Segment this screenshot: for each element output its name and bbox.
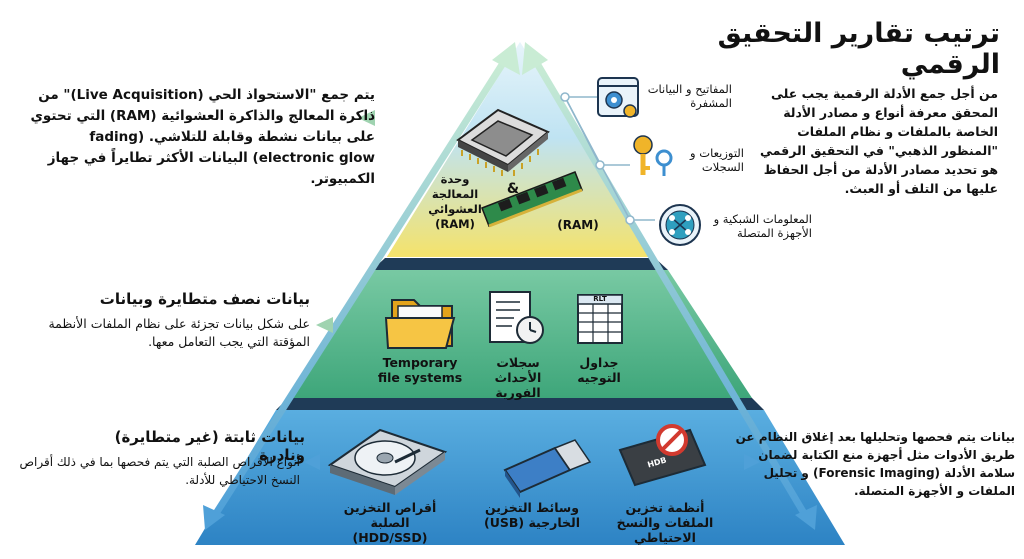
hard-disk-icon bbox=[327, 428, 448, 495]
network-globe-icon bbox=[659, 204, 701, 246]
item-network-info: المعلومات الشبكية و الأجهزة المتصلة bbox=[713, 212, 812, 240]
ram-stick-icon bbox=[481, 171, 583, 228]
tier3-heading: بيانات ثابتة (غير متطايرة) ونادرة bbox=[114, 428, 305, 464]
key-icon bbox=[633, 135, 673, 176]
cpu-label: وحدة المعالجة العشوائي (RAM) bbox=[428, 172, 482, 231]
routing-table-icon-text: RLT bbox=[593, 295, 607, 303]
tier3-description: أنواع الأقراص الصلبة التي يتم فحصها بما … bbox=[19, 455, 300, 487]
tier3-right-text: بيانات يتم فحصها وتحليلها بعد إغلاق النظ… bbox=[735, 430, 1015, 498]
label-external-storage: وسائط التخزين الخارجية (USB) bbox=[483, 500, 581, 530]
usb-icon bbox=[503, 439, 592, 498]
cpu-chip-icon bbox=[456, 108, 550, 176]
right-up-arrow bbox=[522, 42, 817, 530]
tier2-heading: بيانات نصف متطايرة وبيانات bbox=[99, 290, 310, 308]
ram-label: (RAM) bbox=[557, 218, 599, 232]
pointer-arrow-top bbox=[358, 110, 375, 126]
routing-table-icon bbox=[577, 294, 623, 344]
label-event-logs: سجلات الأحداث الفورية bbox=[494, 355, 542, 400]
page-title: ترتيب تقارير التحقيق الرقمي bbox=[717, 18, 1000, 80]
left-up-arrow bbox=[203, 42, 520, 530]
label-temporary-file-systems: Temporary file systems bbox=[377, 355, 463, 385]
live-acquisition-text: يتم جمع "الاستحواذ الحي (Live Acquisitio… bbox=[30, 87, 376, 187]
hdd-blocked-icon bbox=[618, 424, 707, 487]
folder-icon bbox=[384, 299, 456, 349]
ampersand: & bbox=[506, 181, 520, 197]
intro-text: من أجل جمع الأدلة الرقمية يجب على المحقق… bbox=[760, 86, 998, 196]
pointer-arrow-low-left bbox=[304, 454, 320, 470]
item-distributions-logs: التوزيعات و السجلات bbox=[690, 146, 744, 174]
clock-document-icon bbox=[489, 291, 544, 344]
tier2-description: على شكل بيانات تجزئة على نظام الملفات ال… bbox=[48, 316, 310, 349]
label-backup-storage: أنظمة تخزين الملفات والنسخ الاحتياطي bbox=[616, 500, 714, 545]
item-encrypted-keys: المفاتيح و البيانات المشفرة bbox=[647, 82, 732, 110]
gear-window-icon bbox=[597, 77, 639, 118]
label-routing-tables: جداول التوجيه bbox=[577, 355, 621, 385]
pointer-arrow-mid bbox=[316, 317, 333, 333]
label-hard-disks: أقراص التخزين الصلبة (HDD/SSD) bbox=[343, 500, 437, 545]
pointer-arrow-low-right bbox=[744, 454, 760, 470]
